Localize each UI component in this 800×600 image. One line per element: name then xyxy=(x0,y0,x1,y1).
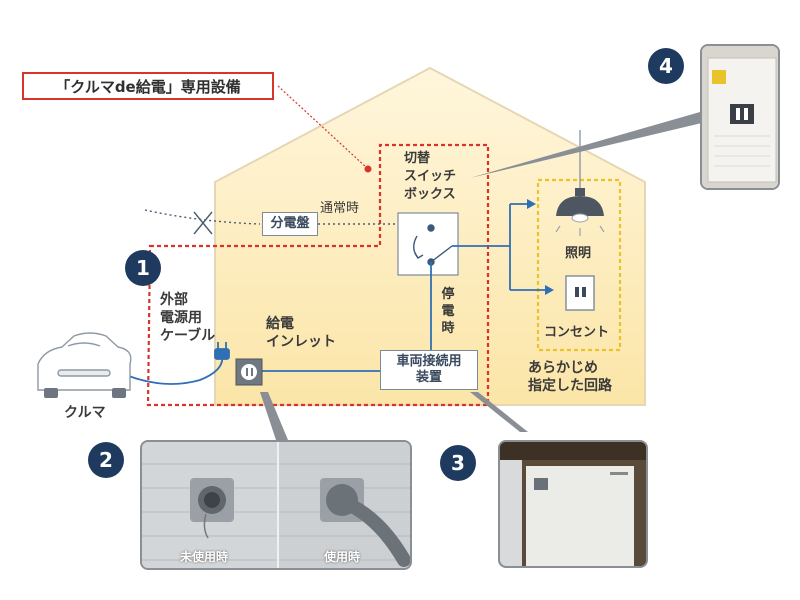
dedicated-equipment-boundary xyxy=(146,143,490,407)
normal-time-label: 通常時 xyxy=(320,201,360,216)
photo-3-vehicle-device xyxy=(498,440,648,568)
blue-wiring xyxy=(125,203,548,385)
plug-icon xyxy=(214,342,230,360)
distribution-panel-label: 分電盤 xyxy=(262,212,318,236)
circuit-label-1: あらかじめ xyxy=(528,360,598,376)
leader-to-photo-3 xyxy=(470,392,528,432)
title-leader-dot xyxy=(364,165,372,173)
dedicated-equipment-title: 「クルマde給電」専用設備 xyxy=(22,72,274,100)
switch-box-label-2: スイッチ xyxy=(404,169,457,184)
photo-4-switch-box xyxy=(700,44,780,190)
outage-label: 停電時 xyxy=(441,287,455,336)
inlet-icon xyxy=(235,358,263,386)
photo-2-inlet xyxy=(140,440,412,570)
badge-3: 3 xyxy=(440,445,476,481)
switch-box-label-1: 切替 xyxy=(404,151,431,166)
vehicle-device-line-1: 車両接続用 xyxy=(396,354,462,369)
ceiling-light-icon xyxy=(555,130,605,236)
leader-to-photo-2 xyxy=(260,392,288,440)
in-use-caption: 使用時 xyxy=(324,550,361,564)
wall-outlet-icon xyxy=(565,275,595,311)
cable-label-2: 電源用 xyxy=(160,310,202,326)
badge-1: 1 xyxy=(125,250,161,286)
switch-box-label-3: ボックス xyxy=(404,187,456,202)
vehicle-device-line-2: 装置 xyxy=(415,370,442,385)
switch-box-frame xyxy=(397,212,459,276)
inlet-photo-illustration xyxy=(142,442,410,568)
inlet-label-1: 給電 xyxy=(266,316,294,332)
cable-label-3: ケーブル xyxy=(160,328,216,344)
vehicle-connection-device-label: 車両接続用 装置 xyxy=(380,350,478,390)
inlet-label-2: インレット xyxy=(266,334,336,350)
car-label: クルマ xyxy=(64,405,106,421)
switch-icon xyxy=(413,224,453,266)
leader-to-photo-4 xyxy=(470,112,706,178)
car-icon xyxy=(37,332,132,398)
switch-box-photo-illustration xyxy=(702,46,778,188)
title-leader xyxy=(277,85,368,169)
cable-label-1: 外部 xyxy=(160,292,188,308)
badge-2: 2 xyxy=(88,442,124,478)
circuit-label-2: 指定した回路 xyxy=(528,378,612,394)
vehicle-device-photo-illustration xyxy=(500,442,646,566)
arrow-to-outlet xyxy=(545,285,554,295)
unused-caption: 未使用時 xyxy=(180,550,229,564)
light-label: 照明 xyxy=(565,246,592,261)
cut-mark-icon xyxy=(193,211,213,235)
arrow-to-light xyxy=(527,199,536,209)
outlet-label: コンセント xyxy=(544,325,610,340)
badge-4: 4 xyxy=(648,48,684,84)
